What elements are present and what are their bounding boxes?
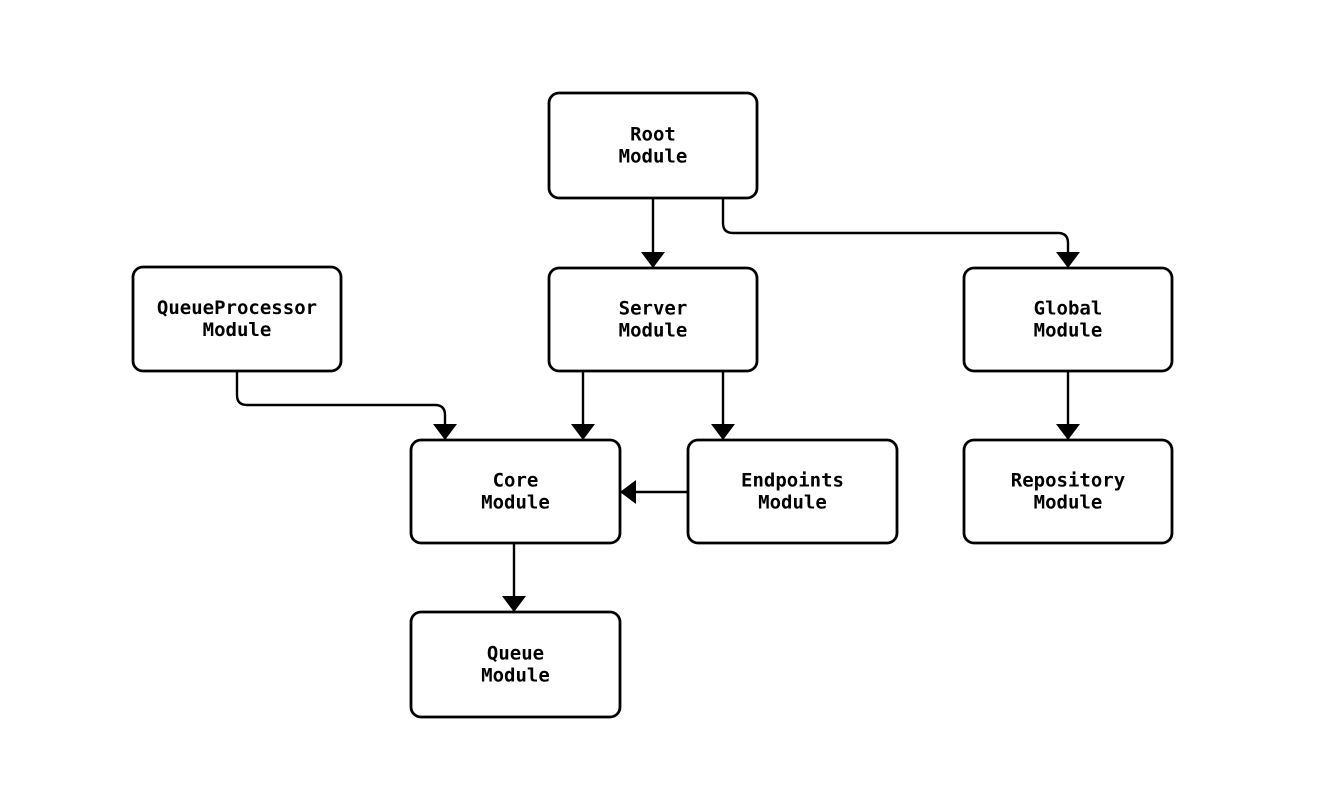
node-box-repository [962, 438, 1174, 545]
node-box-queue [409, 610, 622, 719]
node-box-server [547, 266, 759, 373]
edge-queueprocessor-to-core [235, 371, 457, 440]
node-box-root [547, 91, 759, 200]
node-box-global [962, 266, 1174, 373]
node-box-endpoints [686, 438, 899, 545]
node-box-core [409, 438, 622, 545]
node-box-queueprocessor [131, 265, 343, 373]
edge-root-to-global [721, 198, 1080, 268]
